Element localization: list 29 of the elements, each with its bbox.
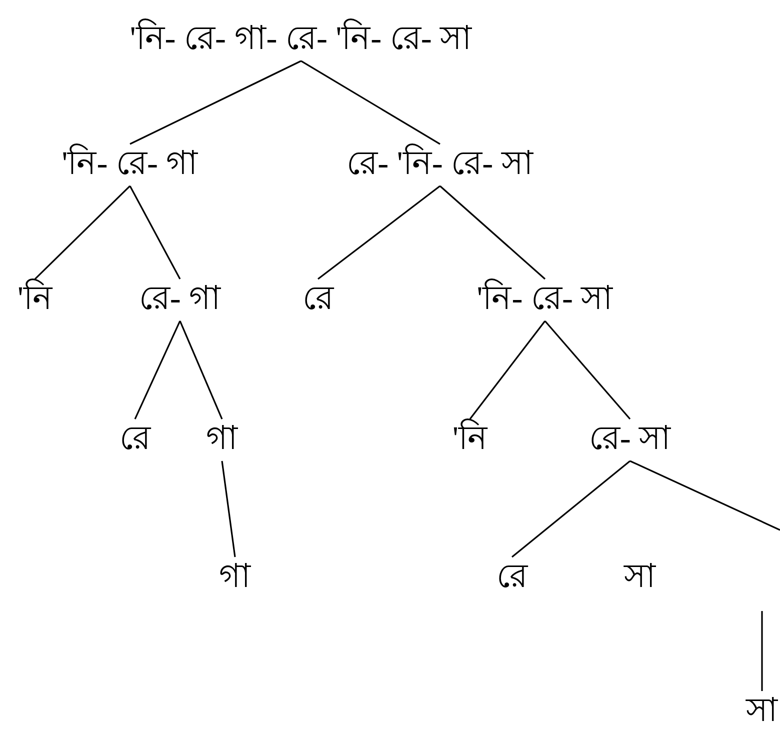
tree-branch-line — [130, 60, 302, 145]
tree-branch-line — [512, 460, 630, 558]
tree-branch-line — [761, 611, 763, 692]
tree-branch-line — [469, 320, 546, 420]
tree-node-text: গা — [203, 419, 241, 461]
tree-node-text: 'নি- রে- সা — [474, 279, 616, 321]
tree-branch-line — [221, 460, 236, 558]
tree-node-text: রে- 'নি- রে- সা — [344, 144, 536, 186]
tree-branch-line — [129, 186, 181, 280]
tree-node-text: 'নি — [450, 419, 490, 461]
tree-branch-line — [630, 460, 780, 531]
tree-branch-line — [439, 185, 546, 280]
tree-leaf-text: সা — [622, 558, 657, 598]
tree-node-text: 'নি- রে- গা — [58, 144, 202, 186]
tree-branch-line — [134, 320, 181, 420]
tree-node-text: রে — [116, 419, 154, 461]
tree-branch-line — [318, 185, 440, 280]
tree-branch-line — [544, 320, 631, 420]
tree-node-text: 'নি- রে- গা- রে- 'নি- রে- সা — [126, 19, 476, 61]
tree-branch-line — [34, 185, 131, 280]
tree-node-text: সা — [743, 691, 780, 733]
tree-node-text: রে — [300, 279, 336, 321]
tree-node-text: রে- সা — [586, 419, 674, 461]
tree-node-text: রে — [494, 557, 530, 599]
tree-node-text: গা — [216, 557, 254, 599]
tree-branch-line — [179, 320, 223, 420]
tree-branch-line — [300, 60, 440, 145]
tree-node-text: রে- গা — [136, 279, 224, 321]
tree-node-text: 'নি — [14, 279, 56, 321]
